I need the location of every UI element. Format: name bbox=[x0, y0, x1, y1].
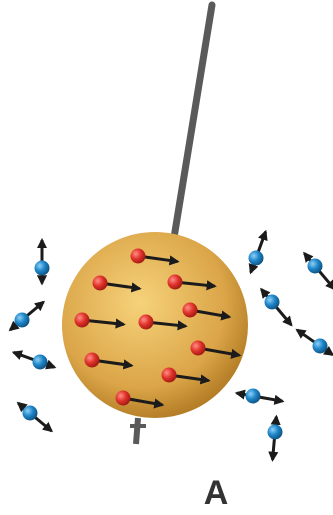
red-particle bbox=[182, 302, 198, 318]
blue-particle bbox=[312, 338, 328, 354]
bottom-stem bbox=[133, 417, 141, 445]
red-particle bbox=[130, 248, 146, 264]
panel-label: A bbox=[203, 474, 229, 512]
red-particle bbox=[84, 352, 100, 368]
red-particle bbox=[167, 274, 183, 290]
metal-sphere bbox=[62, 232, 248, 418]
blue-particle bbox=[32, 354, 48, 370]
red-particle bbox=[138, 314, 154, 330]
red-particle bbox=[161, 367, 177, 383]
inner-particles bbox=[74, 248, 242, 409]
blue-particle bbox=[34, 260, 50, 276]
blue-particle bbox=[267, 424, 283, 440]
red-particle bbox=[115, 390, 131, 406]
blue-particle bbox=[14, 312, 30, 328]
blue-particle bbox=[248, 250, 264, 266]
red-particle bbox=[190, 340, 206, 356]
red-particle bbox=[74, 312, 90, 328]
red-particle bbox=[92, 275, 108, 291]
blue-particle bbox=[307, 258, 323, 274]
blue-particle bbox=[264, 294, 280, 310]
outer-particles bbox=[8, 229, 333, 462]
blue-particle bbox=[22, 405, 38, 421]
support-rod bbox=[168, 1, 216, 254]
blue-particle bbox=[245, 388, 261, 404]
